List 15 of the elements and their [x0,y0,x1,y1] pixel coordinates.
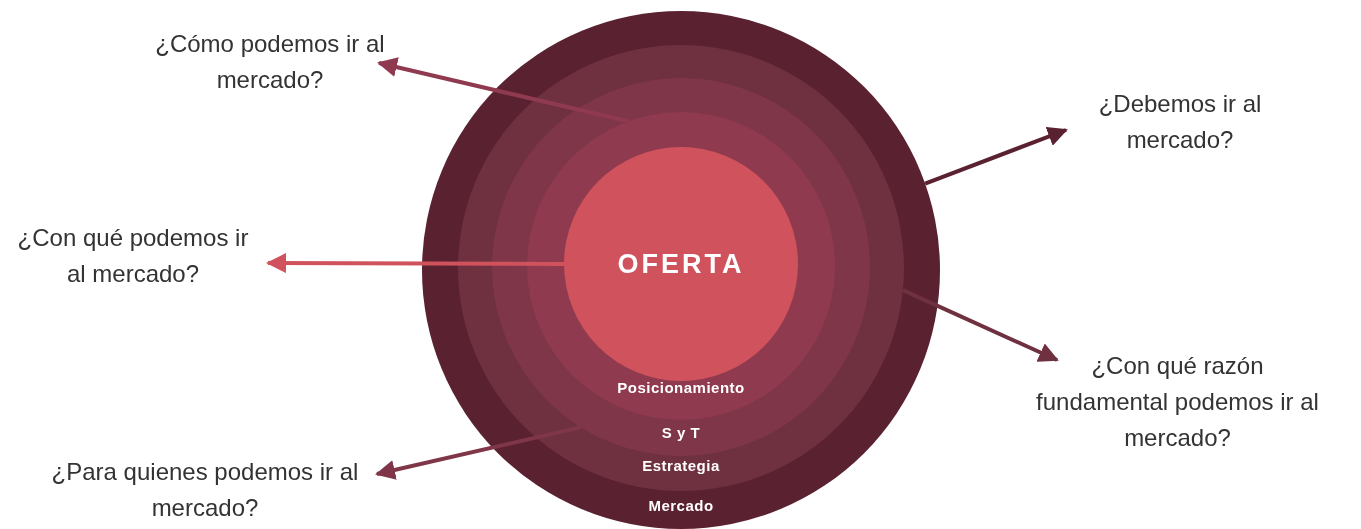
ring-label: Estrategia [642,456,720,474]
ring-label: OFERTA [617,248,745,280]
question-text: ¿Cómo podemos ir al mercado? [115,26,425,98]
ring-label: S y T [661,423,701,441]
question-text: ¿Con qué podemos ir al mercado? [8,220,258,292]
arrow [902,288,1059,362]
arrow [375,425,582,480]
arrow [377,57,629,124]
arrow [924,127,1068,186]
question-text: ¿Para quienes podemos ir al mercado? [50,454,360,526]
ring-label: Mercado [648,496,714,514]
question-text: ¿Con qué razón fundamental podemos ir al mercado? [1030,348,1325,456]
arrow [266,253,564,274]
question-text: ¿Debemos ir al mercado? [1080,86,1280,158]
ring-label: Posicionamiento [617,378,745,396]
